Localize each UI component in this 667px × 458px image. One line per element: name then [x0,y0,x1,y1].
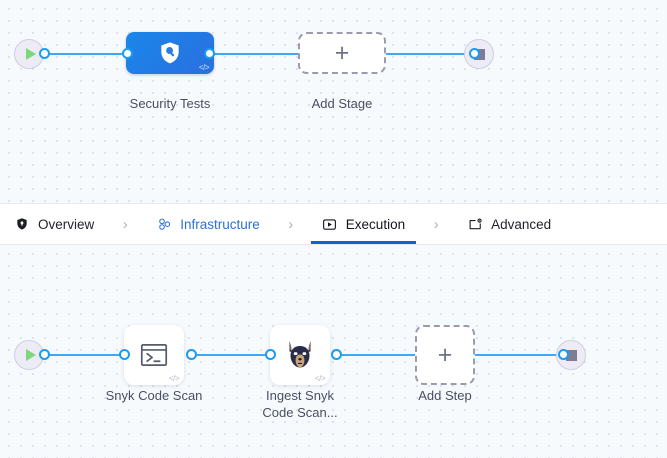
code-badge: </> [314,374,326,383]
step-label-snyk-code-scan: Snyk Code Scan [105,388,203,403]
add-step-label: Add Step [418,388,472,403]
edge-add-stage-to-end [370,53,474,55]
cluster-nodes-icon [156,216,172,232]
port-ingest-out[interactable] [331,349,342,360]
play-icon [25,48,36,60]
step-label-line-1: Ingest Snyk [266,388,334,403]
tab-advanced-label: Advanced [491,216,552,232]
play-box-icon [322,216,338,232]
tab-separator-2: › [288,215,294,233]
tab-infrastructure-label: Infrastructure [180,216,260,232]
edge-snyk-code-scan-to-ingest [190,354,272,356]
step-node-ingest-snyk-code-scan[interactable]: </> [270,325,330,385]
tab-separator-3: › [433,215,439,233]
port-steps-end-in[interactable] [558,349,569,360]
stage-label-security-tests: Security Tests [129,96,211,111]
tab-overview-label: Overview [38,216,95,232]
edge-security-tests-to-add-stage [208,53,306,55]
plus-icon: + [334,38,350,67]
stage-node-security-tests[interactable]: </> [126,32,214,74]
tab-advanced[interactable]: Advanced [465,204,553,244]
edge-start-to-security-tests [44,53,130,55]
port-snyk-code-scan-in[interactable] [119,349,130,360]
add-step-button[interactable]: + [415,325,475,385]
step-node-snyk-code-scan[interactable]: </> [124,325,184,385]
tab-infrastructure[interactable]: Infrastructure [154,204,262,244]
card-gear-icon [467,216,483,232]
stages-canvas[interactable]: </> Security Tests + Add Stage [0,0,667,203]
shield-search-icon [157,40,183,66]
tab-execution-label: Execution [345,216,406,232]
code-badge: </> [198,63,210,72]
add-stage-label: Add Stage [311,96,373,111]
step-label-ingest-snyk-code-scan: Ingest Snyk Code Scan... [240,387,360,421]
port-start-out[interactable] [39,48,50,59]
terminal-icon [137,338,171,372]
port-steps-start-out[interactable] [39,349,50,360]
port-end-in[interactable] [469,48,480,59]
add-stage-button[interactable]: + [298,32,386,74]
port-security-tests-in[interactable] [122,48,133,59]
port-ingest-in[interactable] [265,349,276,360]
play-icon [25,349,36,361]
code-badge: </> [168,374,180,383]
stop-icon [565,349,577,361]
tab-execution[interactable]: Execution [310,204,417,244]
edge-add-step-to-end [475,354,563,356]
tab-separator-1: › [122,215,128,233]
tab-overview[interactable]: Overview [12,204,96,244]
port-snyk-code-scan-out[interactable] [186,349,197,360]
snyk-doberman-icon [282,337,318,373]
step-label-line-2: Code Scan... [262,405,338,420]
steps-canvas[interactable]: </> Snyk Code Scan </> [0,245,667,458]
edge-start-to-snyk-code-scan [44,354,124,356]
edge-ingest-to-add-step [335,354,415,356]
port-security-tests-out[interactable] [204,48,215,59]
plus-icon: + [437,340,453,369]
pipeline-tabbar: Overview › Infrastructure › Execution [0,203,667,245]
pipeline-start-node[interactable] [14,39,44,69]
shield-icon [14,216,30,232]
